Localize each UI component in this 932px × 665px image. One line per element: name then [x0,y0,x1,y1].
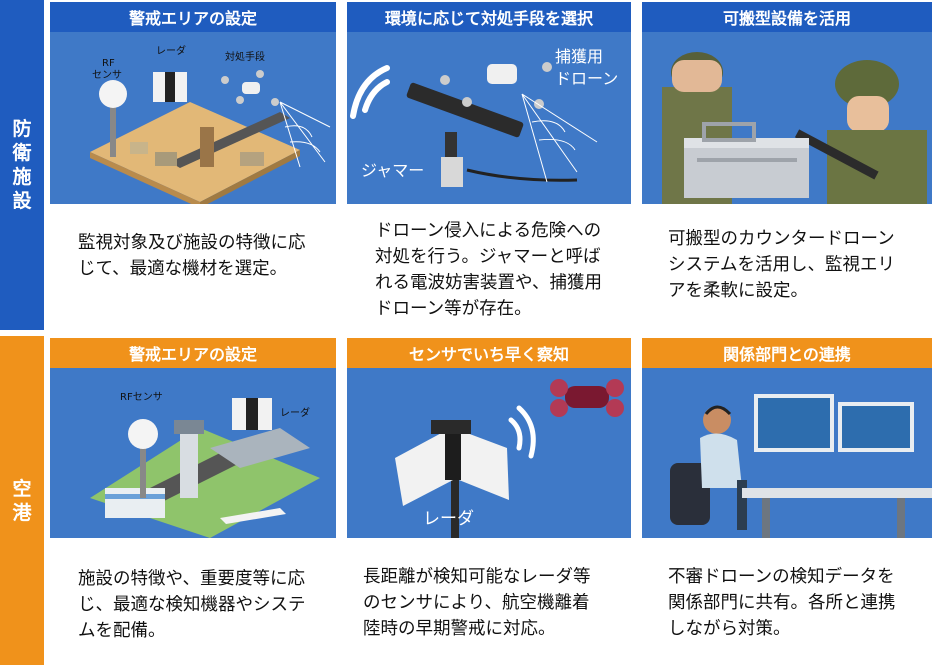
operator-at-monitors-icon [670,394,932,538]
radar-icon: レーダ [395,379,624,538]
card-title: 関係部門との連携 [642,338,932,368]
jammer-capture-drone-icon: 捕獲用 ドローン ジャマー [350,47,618,187]
label-sensor: センサ [92,69,122,81]
row-label-airport-text: 空港 [12,477,32,524]
label-jammer: ジャマー [361,161,424,180]
label-rf: RF [102,58,115,69]
label-capture-drone-2: ドローン [555,69,618,88]
card-description: ドローン侵入による危険への対処を行う。ジャマーと呼ばれる電波妨害装置や、捕獲用ド… [347,204,631,330]
card-defense-portable: 可搬型設備を活用 可搬型のカウンタードローンシステムを活用し、監視エリアを柔軟に… [642,2,932,330]
card-description: 施設の特徴や、重要度等に応じ、最適な検知機器やシステムを配備。 [50,538,336,665]
row-label-defense: 防衛施設 [0,0,44,330]
card-description: 不審ドローンの検知データを関係部門に共有。各所と連携しながら対策。 [642,538,932,665]
card-description: 長距離が検知可能なレーダ等のセンサにより、航空機離着陸時の早期警戒に対応。 [347,538,631,665]
portable-equipment-illustration [642,32,932,204]
airport-facility-illustration: RFセンサ レーダ [50,368,336,538]
label-radar: レーダ [280,406,310,419]
card-airport-coordination: 関係部門との連携 不審ドローンの検知データを関係部門に共有。各所と連携しながら対… [642,338,932,665]
label-capture-drone-1: 捕獲用 [555,47,603,66]
card-title: 可搬型設備を活用 [642,2,932,32]
military-base-icon: RF センサ レーダ 対処手段 [90,44,331,204]
label-rf-sensor: RFセンサ [120,391,163,403]
label-radar: レーダ [156,44,186,57]
card-title: 警戒エリアの設定 [50,338,336,368]
soldiers-with-case-icon [662,52,927,204]
card-title: 環境に応じて対処手段を選択 [347,2,631,32]
jammer-illustration: 捕獲用 ドローン ジャマー [347,32,631,204]
detected-drone-icon [550,379,624,417]
card-description: 可搬型のカウンタードローンシステムを活用し、監視エリアを柔軟に設定。 [642,204,932,330]
operator-illustration [642,368,932,538]
card-title: 警戒エリアの設定 [50,2,336,32]
card-airport-alert-area: 警戒エリアの設定 RFセンサ レーダ 施設の特徴や、重要度等に応じ、最適な検知機… [50,338,336,665]
defense-facility-illustration: RF センサ レーダ 対処手段 [50,32,336,204]
radar-illustration: レーダ [347,368,631,538]
airport-icon: RFセンサ レーダ [90,391,320,538]
row-label-airport: 空港 [0,336,44,665]
card-airport-sensor: センサでいち早く察知 レーダ 長距離が検知可能なレーダ等のセンサにより、航空機離… [347,338,631,665]
card-defense-countermeasure: 環境に応じて対処手段を選択 捕獲用 ドローン ジャマー ドローン侵入による危険へ… [347,2,631,330]
label-radar: レーダ [423,509,474,529]
label-countermeasure: 対処手段 [225,50,265,63]
card-description: 監視対象及び施設の特徴に応じて、最適な機材を選定。 [50,204,336,330]
row-label-defense-text: 防衛施設 [12,118,32,212]
card-defense-alert-area: 警戒エリアの設定 RF センサ レーダ 対処手段 監視対象及び施設の特徴に [50,2,336,330]
card-title: センサでいち早く察知 [347,338,631,368]
